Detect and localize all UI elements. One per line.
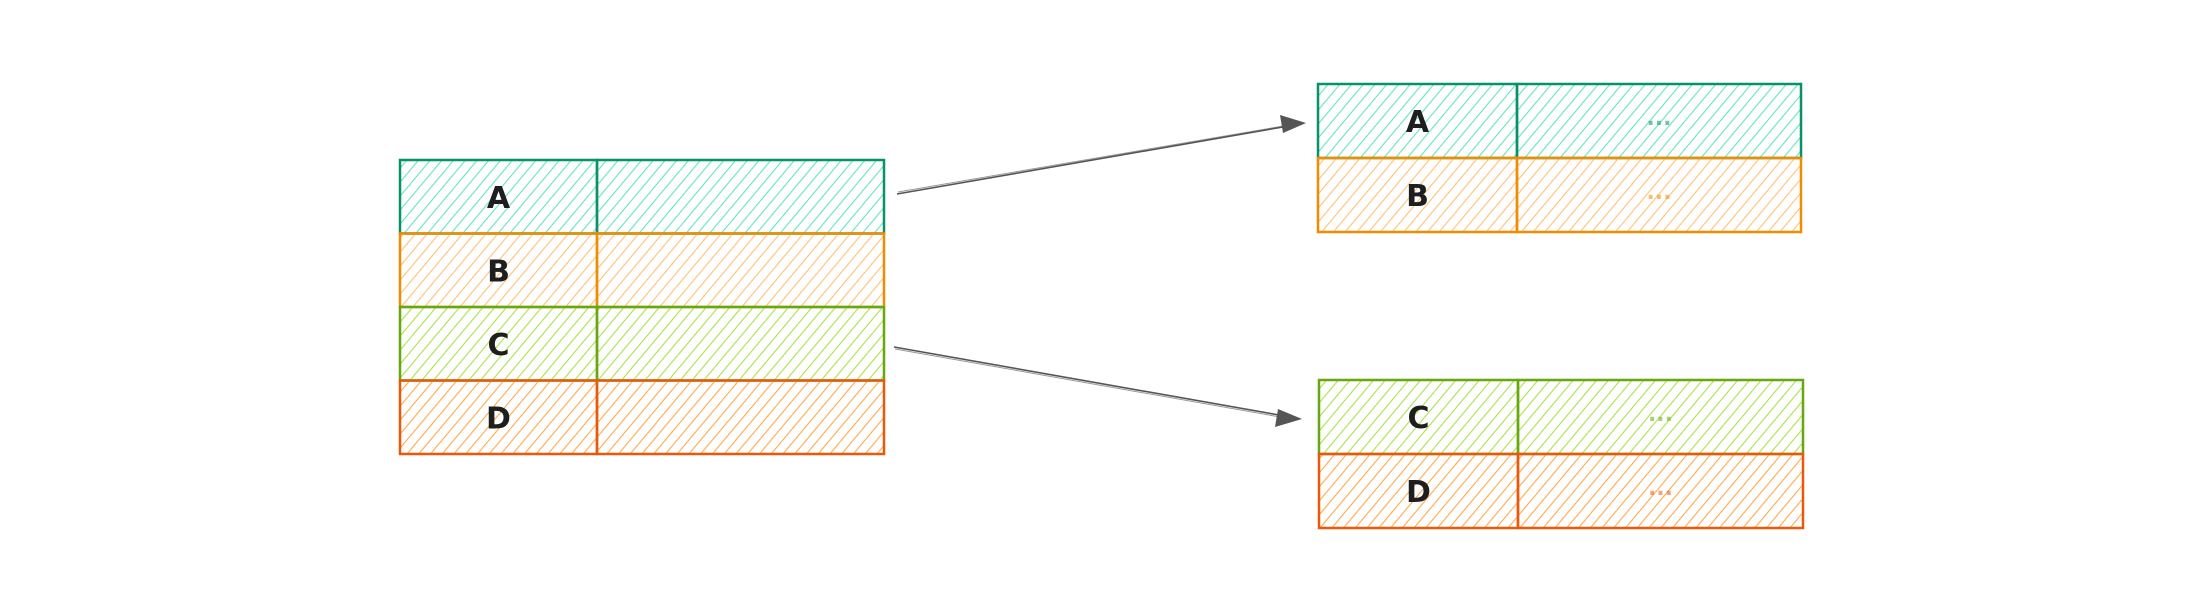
value-cell [595,305,886,382]
value-cell [1515,156,1803,234]
value-cell [595,232,886,309]
value-label: ... [1646,106,1671,131]
table-row: A ... [1316,82,1803,160]
table-row: C ... [1317,378,1805,456]
arrow-to-bottom-table [893,346,1302,427]
source-table: A B C D [398,158,886,456]
key-label: A [1406,105,1430,140]
value-label: ... [1648,476,1673,501]
target-table-ab: A ... B ... [1316,82,1803,234]
key-label: D [486,401,511,436]
key-cell [398,232,599,309]
value-cell [1516,378,1805,456]
table-row: D ... [1317,452,1805,530]
value-cell [595,379,886,456]
table-row: B [398,232,886,309]
arrow-to-top-table [896,115,1306,195]
value-label: ... [1646,180,1671,205]
key-cell [398,158,599,235]
arrowhead-icon [1275,409,1302,427]
key-label: C [487,328,509,363]
key-label: D [1406,475,1431,510]
value-cell [1515,82,1803,160]
key-cell [1316,156,1519,234]
key-label: B [1406,179,1429,214]
target-table-cd: C ... D ... [1317,378,1805,530]
table-row: C [398,305,886,382]
key-label: A [487,181,511,216]
table-row: B ... [1316,156,1803,234]
value-cell [1516,452,1805,530]
value-cell [595,158,886,235]
arrowhead-icon [1280,115,1306,133]
key-label: C [1407,401,1429,436]
key-label: B [487,254,510,289]
table-row: D [398,379,886,456]
table-row: A [398,158,886,235]
value-label: ... [1648,402,1673,427]
